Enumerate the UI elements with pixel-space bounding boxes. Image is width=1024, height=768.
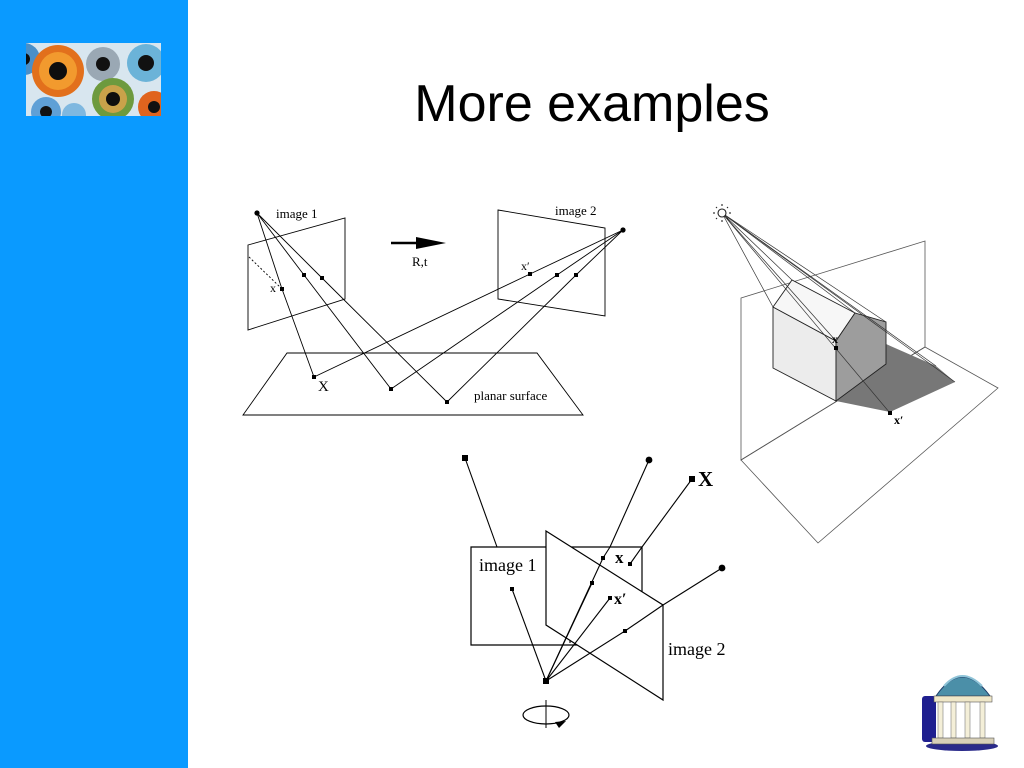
eye-iris-collage-icon (26, 43, 161, 116)
slide-title: More examples (414, 75, 770, 133)
world-point-label: X (318, 379, 329, 395)
motion-label: R,t (412, 254, 428, 269)
planar-surface (242, 352, 584, 416)
rotation-xprime-label: x′ (614, 591, 627, 608)
planar-surface-diagram: image 1 image 2 R,t x x′ X planar surfac… (242, 203, 626, 416)
old-well-emblem-icon (922, 675, 998, 751)
shadow-xprime-label: x′ (894, 413, 903, 427)
image2-plane (497, 209, 606, 317)
rotation-image2-plane (545, 529, 664, 702)
rotation-image1-label: image 1 (479, 555, 536, 575)
camera-center-2 (620, 227, 626, 233)
shadow-region (836, 344, 955, 412)
rotation-camera-center (543, 678, 549, 684)
sun-light-source-icon (713, 204, 731, 222)
image1-label: image 1 (276, 206, 318, 221)
image1-plane (247, 217, 346, 331)
sidebar-band (0, 0, 188, 768)
rotation-image2-label: image 2 (668, 639, 725, 659)
surface-label: planar surface (474, 388, 547, 403)
camera-center-1 (254, 210, 260, 216)
x-label: x (270, 281, 276, 295)
xprime-label: x′ (521, 259, 530, 273)
box-right-face (835, 312, 887, 402)
rotation-arrow-icon (522, 700, 570, 728)
rotation-x-label: x (615, 548, 624, 567)
shadow-x-label: x (832, 332, 838, 346)
shadow-projection-diagram: x x′ (713, 204, 999, 544)
image2-label: image 2 (555, 203, 597, 218)
camera-rotation-diagram: image 1 image 2 x x′ X (462, 455, 725, 728)
motion-arrow (391, 237, 446, 249)
rotation-X-label: X (698, 467, 713, 491)
